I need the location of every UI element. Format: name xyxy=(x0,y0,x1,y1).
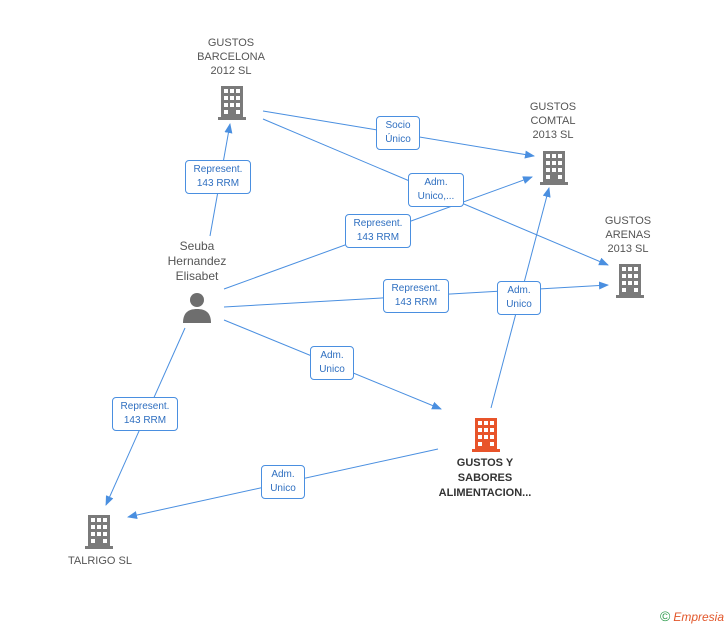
person-icon[interactable] xyxy=(182,291,212,323)
building-icon[interactable] xyxy=(218,84,248,120)
node-label-gustos-arenas: GUSTOS ARENAS 2013 SL xyxy=(604,215,652,255)
edge-label-seuba-barcelona[interactable]: Represent. 143 RRM xyxy=(185,160,251,194)
node-label-seuba: Seuba Hernandez Elisabet xyxy=(167,239,227,283)
building-icon[interactable] xyxy=(472,416,502,452)
brand-name: Empresia xyxy=(673,610,724,624)
brand-logo[interactable]: ©Empresia xyxy=(660,608,724,624)
edge-label-seuba-arenas[interactable]: Represent. 143 RRM xyxy=(383,279,449,313)
building-icon[interactable] xyxy=(616,262,646,298)
edge-label-barcelona-comtal[interactable]: Socio Único xyxy=(376,116,420,150)
edge-label-barcelona-arenas[interactable]: Adm. Unico,... xyxy=(408,173,464,207)
building-icon[interactable] xyxy=(85,513,115,549)
edge-label-seuba-sabores[interactable]: Adm. Unico xyxy=(310,346,354,380)
edge-label-seuba-talrigo[interactable]: Represent. 143 RRM xyxy=(112,397,178,431)
node-label-gustos-sabores: GUSTOS Y SABORES ALIMENTACION... xyxy=(438,457,532,499)
edge-label-seuba-comtal[interactable]: Represent. 143 RRM xyxy=(345,214,411,248)
node-label-talrigo: TALRIGO SL xyxy=(68,555,132,567)
edge-label-sabores-arenas[interactable]: Adm. Unico xyxy=(497,281,541,315)
edge-label-sabores-talrigo[interactable]: Adm. Unico xyxy=(261,465,305,499)
node-label-gustos-comtal: GUSTOS COMTAL 2013 SL xyxy=(529,101,577,141)
node-label-gustos-barcelona: GUSTOS BARCELONA 2012 SL xyxy=(197,37,265,77)
building-icon[interactable] xyxy=(540,149,570,185)
copyright-icon: © xyxy=(659,608,671,624)
